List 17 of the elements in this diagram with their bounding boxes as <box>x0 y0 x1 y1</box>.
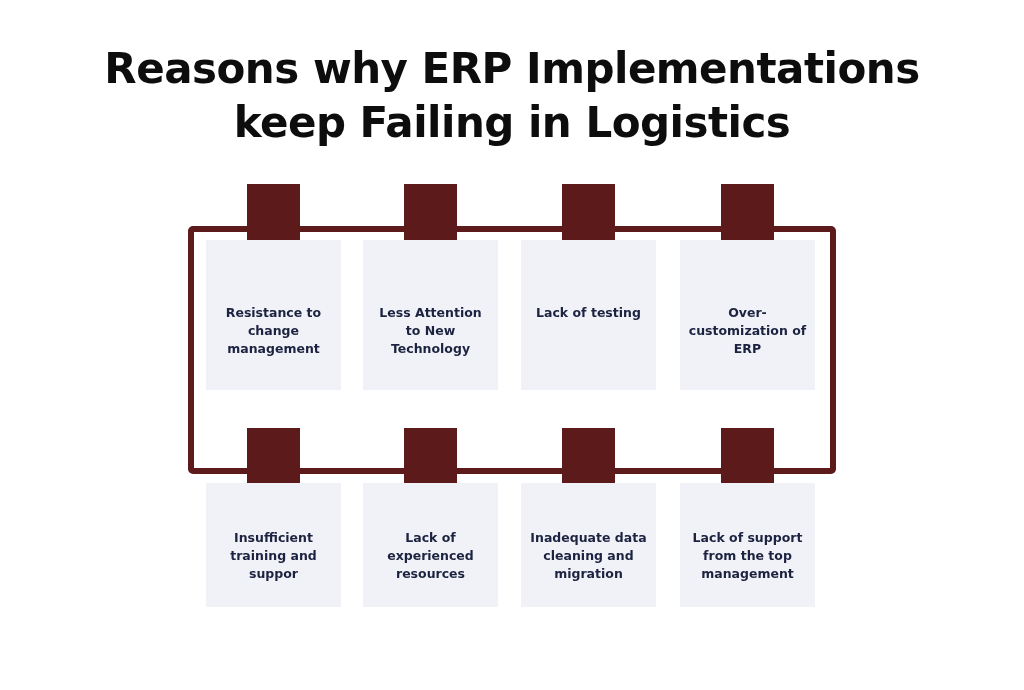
card-text: Lack of experienced resources <box>386 529 475 583</box>
card <box>206 483 341 607</box>
card <box>363 483 498 607</box>
card <box>680 240 815 390</box>
card-text: Over-customization of ERP <box>688 304 807 358</box>
card <box>521 483 656 607</box>
card <box>206 240 341 390</box>
card-text: Less Attention to New Technology <box>378 304 483 358</box>
title: Reasons why ERP Implementations keep Failing in Logistics <box>103 43 921 149</box>
card-text: Resistance to change management <box>224 304 323 358</box>
card <box>363 240 498 390</box>
card-text: Lack of testing <box>535 304 642 322</box>
card <box>680 483 815 607</box>
card-text: Inadequate data cleaning and migration <box>529 529 648 583</box>
card <box>521 240 656 390</box>
card-text: Insufficient training and suppor <box>229 529 318 583</box>
card-text: Lack of support from the top management <box>691 529 804 583</box>
